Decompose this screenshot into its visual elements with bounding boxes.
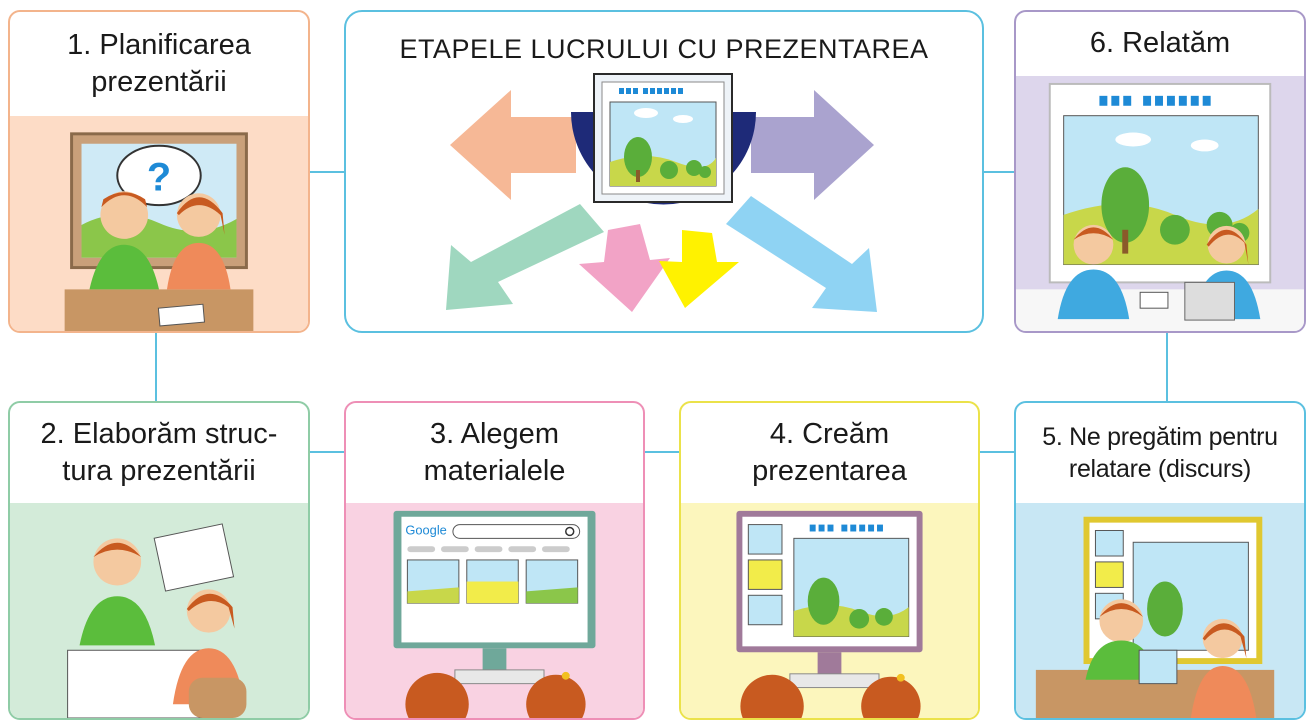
step-card-4: 4. Creăm prezentarea — [679, 401, 980, 720]
connector-6-5 — [1166, 333, 1168, 401]
step-card-3: 3. Alegem materialele Google — [344, 401, 645, 720]
step-card-2: 2. Elaborăm struc- tura prezentării — [8, 401, 310, 720]
arrow-down-right-blue — [726, 196, 877, 312]
step-illustration-1: ? — [10, 116, 308, 331]
connector-1-2 — [155, 333, 157, 401]
arrow-down-left-green — [446, 204, 604, 310]
center-title: ETAPELE LUCRULUI CU PREZENTAREA — [399, 34, 929, 64]
connector-3-4 — [644, 451, 680, 453]
step-card-6: 6. Relatăm — [1014, 10, 1306, 333]
arrow-right-purple — [751, 90, 874, 200]
step-illustration-4 — [681, 503, 978, 718]
arrows-hub-illustration — [446, 73, 877, 312]
step-illustration-6 — [1016, 76, 1304, 331]
connector-1-center — [309, 171, 345, 173]
step-title-3: 3. Alegem materialele — [423, 417, 566, 487]
arrow-down-pink — [579, 224, 670, 312]
step-card-5: 5. Ne pregătim pentru relatare (discurs) — [1014, 401, 1306, 720]
step-title-6: 6. Relatăm — [1089, 27, 1231, 60]
step-illustration-3: Google — [346, 503, 643, 718]
step-title-4: 4. Creăm prezentarea — [752, 417, 907, 487]
center-card: ETAPELE LUCRULUI CU PREZENTAREA — [344, 10, 984, 333]
step-title-2: 2. Elaborăm struc- tura prezentării — [40, 417, 278, 487]
google-logo: Google — [405, 522, 446, 537]
step-illustration-2 — [10, 503, 308, 718]
connector-2-3 — [309, 451, 345, 453]
step-illustration-5 — [1016, 503, 1304, 718]
arrow-left-peach — [450, 90, 576, 200]
step-title-5: 5. Ne pregătim pentru relatare (discurs) — [1042, 423, 1278, 483]
step-title-1: 1. Planificarea prezentării — [67, 28, 251, 98]
connector-center-6 — [983, 171, 1014, 173]
connector-4-5 — [979, 451, 1014, 453]
arrow-down-yellow — [659, 230, 739, 308]
step-card-1: 1. Planificarea prezentării ? — [8, 10, 310, 333]
question-mark-icon: ? — [147, 155, 171, 199]
